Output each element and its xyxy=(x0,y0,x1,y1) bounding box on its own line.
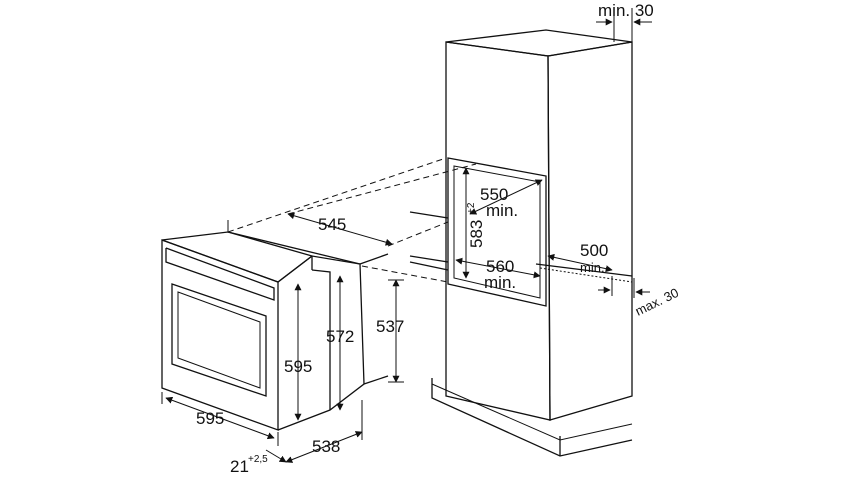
oven-control-panel xyxy=(165,247,275,301)
oven-back-flange xyxy=(359,253,389,265)
label-gap-top: min. 30 xyxy=(598,1,654,20)
rail-top xyxy=(409,211,449,219)
shelf-hatch xyxy=(539,267,633,283)
rail-low xyxy=(409,261,449,271)
rail-mid xyxy=(409,255,449,263)
cabinet-plinth xyxy=(431,378,633,457)
plinth-line xyxy=(431,383,633,441)
cabinet-top xyxy=(445,29,633,57)
label-depth-body: 545 xyxy=(318,215,346,234)
dim-gap-top xyxy=(596,8,652,42)
niche-inner xyxy=(453,165,541,299)
label-shelf-depth-note: min. xyxy=(580,260,605,275)
cabinet-side xyxy=(547,41,633,421)
oven-window xyxy=(171,283,267,397)
label-niche-depth: 550 xyxy=(480,185,508,204)
label-door-offset: 21 xyxy=(230,457,249,476)
oven-body-side xyxy=(277,255,365,431)
oven-window-inner xyxy=(177,291,261,389)
niche-opening xyxy=(447,157,547,307)
projection-lines xyxy=(227,157,477,283)
cabinet xyxy=(409,29,633,457)
label-niche-width: 560 xyxy=(486,257,514,276)
label-shelf-depth: 500 xyxy=(580,241,608,260)
label-oven-height: 595 xyxy=(284,357,312,376)
oven-top-back xyxy=(227,231,361,265)
label-depth-total: 538 xyxy=(312,437,340,456)
oven xyxy=(161,231,389,431)
oven-back-bottom xyxy=(363,375,389,385)
label-height-body: 572 xyxy=(326,327,354,346)
dim-oven xyxy=(161,212,404,463)
label-oven-width: 595 xyxy=(196,409,224,428)
dim-niche xyxy=(455,167,650,298)
label-niche-height: 583 xyxy=(467,220,486,248)
label-door-offset-tol: +2,5 xyxy=(248,454,268,465)
label-niche-height-tol: +2 xyxy=(466,202,477,214)
cabinet-front xyxy=(445,41,551,421)
label-gap-side: max. 30 xyxy=(633,285,681,319)
oven-body-edge xyxy=(311,269,331,410)
label-niche-depth-note: min. xyxy=(486,201,518,220)
label-niche-width-note: min. xyxy=(484,273,516,292)
label-height-back: 537 xyxy=(376,317,404,336)
